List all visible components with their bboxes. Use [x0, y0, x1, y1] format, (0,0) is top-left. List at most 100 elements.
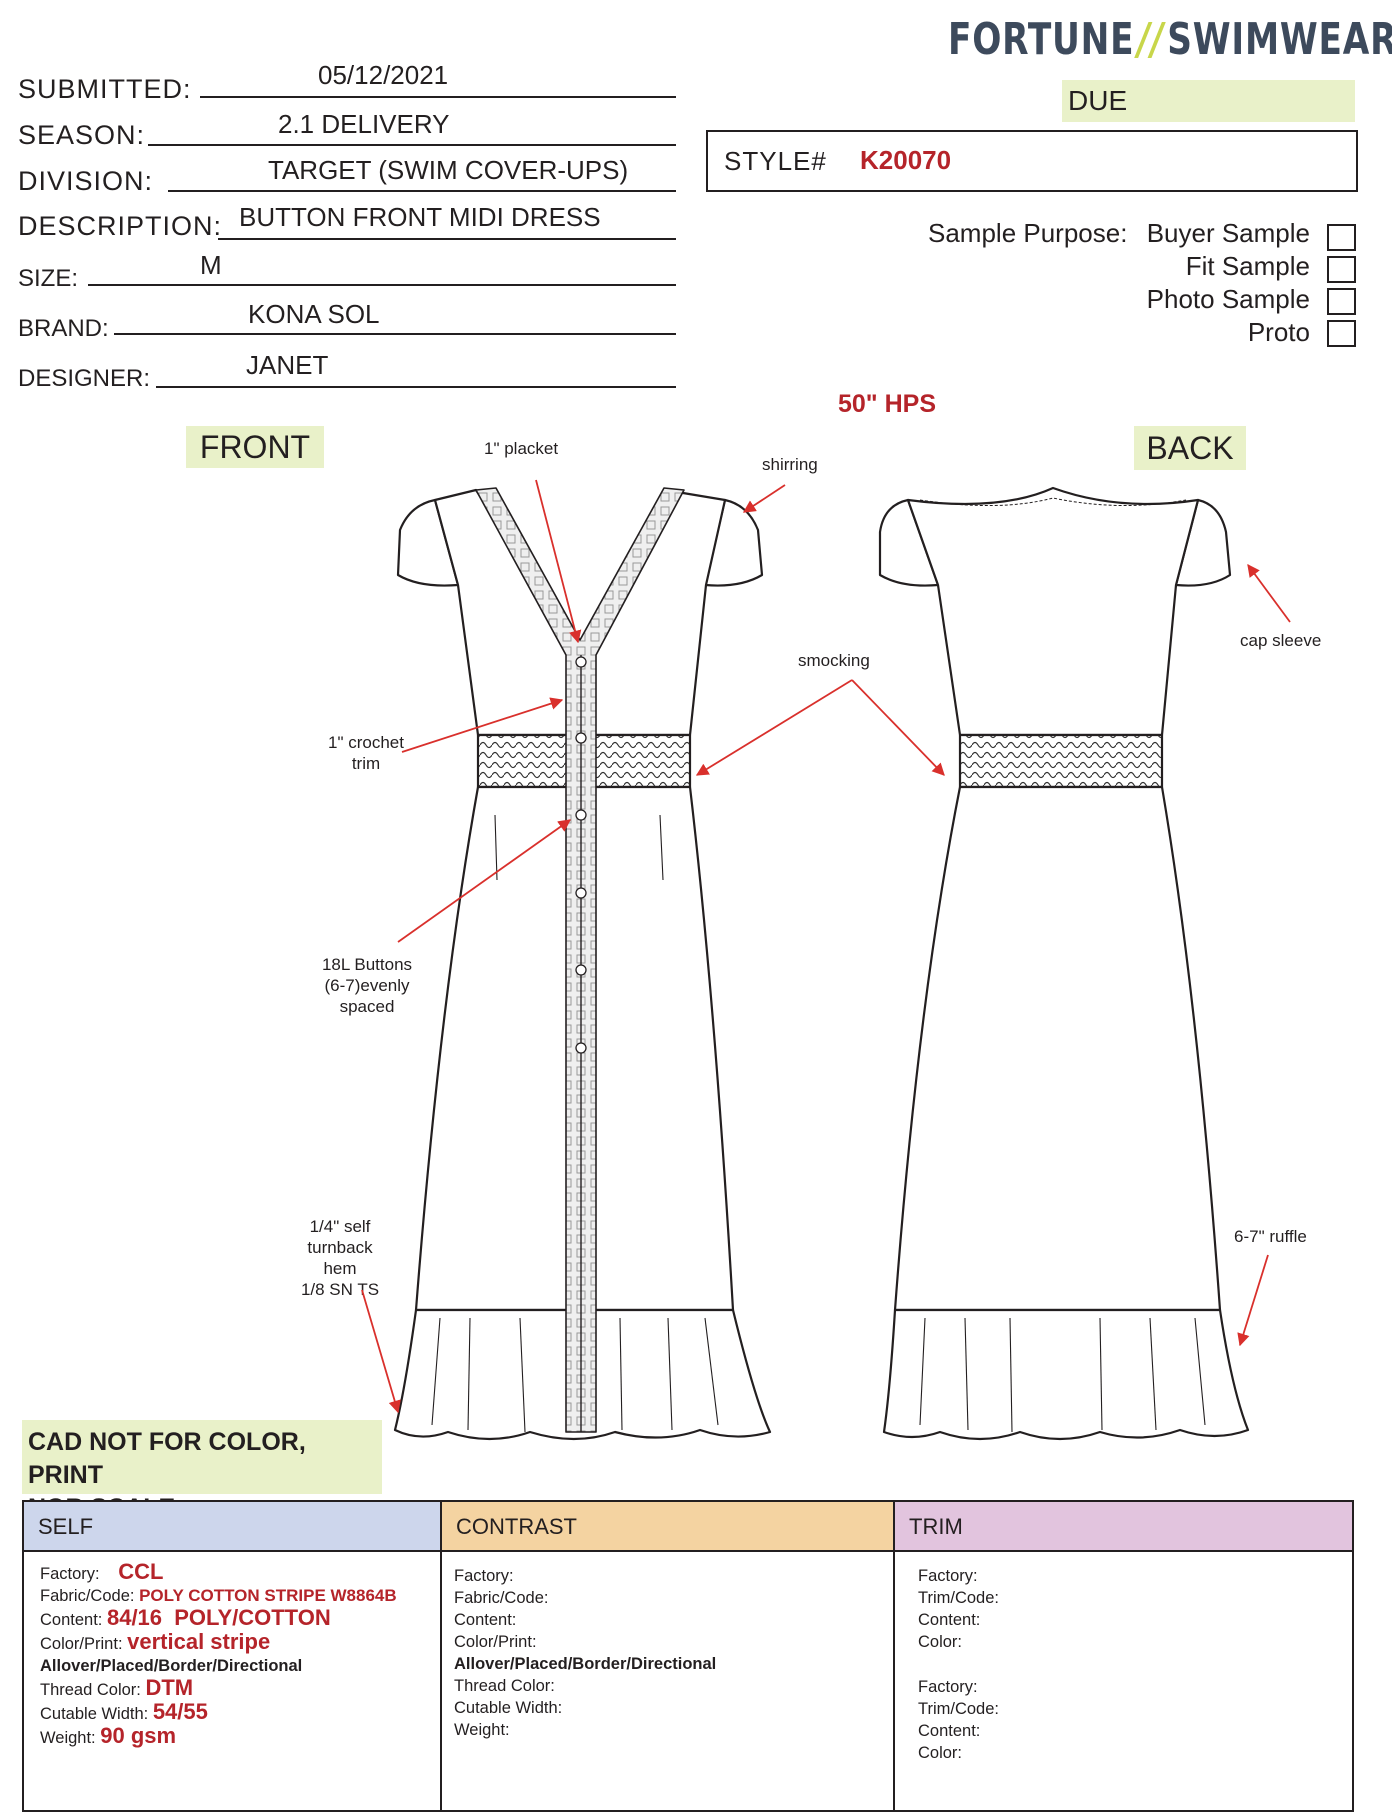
trim-factory2-label: Factory: — [918, 1678, 978, 1696]
contrast-placement: Allover/Placed/Border/Directional — [454, 1655, 717, 1673]
division-line — [168, 190, 676, 192]
callout-ruffle: 6-7" ruffle — [1234, 1227, 1307, 1246]
due-label: DUE — [1068, 85, 1128, 116]
contrast-fabric-label: Fabric/Code: — [454, 1589, 549, 1607]
division-value: TARGET (SWIM COVER-UPS) — [268, 155, 629, 185]
option-buyer-sample: Buyer Sample — [1146, 218, 1310, 248]
front-label: FRONT — [186, 426, 324, 468]
description-label: DESCRIPTION: — [18, 211, 223, 241]
arrow-buttons — [397, 819, 572, 943]
back-label: BACK — [1134, 426, 1246, 470]
arrow-crochet — [401, 697, 564, 753]
option-proto: Proto — [1247, 317, 1310, 347]
sample-purpose-label: Sample Purpose: — [928, 218, 1128, 248]
contrast-color-label: Color/Print: — [454, 1633, 537, 1651]
checkbox-photo-sample[interactable] — [1327, 288, 1356, 315]
designer-value: JANET — [246, 350, 329, 380]
self-thread-label: Thread Color: — [40, 1681, 141, 1699]
option-photo-sample: Photo Sample — [1146, 284, 1310, 314]
sample-purpose-options: Buyer Sample Fit Sample Photo Sample Pro… — [1100, 216, 1310, 352]
logo-swimwear: SWIMWEAR — [1167, 14, 1392, 65]
self-factory-value: CCL — [118, 1559, 164, 1584]
size-line — [88, 284, 676, 286]
trim-color2-label: Color: — [918, 1744, 963, 1762]
disclaimer-line1: CAD NOT FOR COLOR, PRINT — [28, 1428, 306, 1489]
checkbox-fit-sample[interactable] — [1327, 256, 1356, 283]
trim-content2-label: Content: — [918, 1722, 981, 1740]
designer-label: DESIGNER: — [18, 365, 151, 392]
self-content-value: 84/16 POLY/COTTON — [106, 1605, 331, 1630]
trim-code-label: Trim/Code: — [918, 1589, 999, 1607]
contrast-factory-label: Factory: — [454, 1567, 514, 1585]
callout-arrows — [361, 479, 1291, 1414]
submitted-line — [200, 96, 676, 98]
callout-hem-line1: 1/4" self — [309, 1217, 371, 1236]
size-label: SIZE: — [18, 265, 79, 292]
option-fit-sample: Fit Sample — [1185, 251, 1310, 281]
callout-placket: 1" placket — [484, 439, 559, 458]
cad-disclaimer: CAD NOT FOR COLOR, PRINT NOR SCALE — [22, 1420, 382, 1522]
self-color-value: vertical stripe — [127, 1629, 271, 1654]
self-factory-label: Factory: — [40, 1565, 100, 1583]
front-dress-sketch — [393, 487, 772, 1441]
callout-hem-line3: hem — [323, 1259, 357, 1278]
trim-fields: Factory: Trim/Code: Content: Color: Fact… — [918, 1565, 999, 1764]
brand-line — [114, 333, 676, 335]
contrast-fields: Factory: Fabric/Code: Content: Color/Pri… — [454, 1565, 716, 1741]
materials-table — [22, 1500, 1354, 1812]
style-number: K20070 — [860, 145, 952, 175]
callout-crochet-line1: 1" crochet — [328, 733, 404, 752]
contrast-content-label: Content: — [454, 1611, 517, 1629]
brand-logo: FORTUNE//SWIMWEAR — [948, 14, 1392, 65]
callout-smocking: smocking — [798, 651, 870, 670]
self-fabric-value: POLY COTTON STRIPE W8864B — [139, 1586, 397, 1605]
callout-buttons-line2: (6-7)evenly — [324, 976, 410, 995]
contrast-width-label: Cutable Width: — [454, 1699, 563, 1717]
contrast-thread-label: Thread Color: — [454, 1677, 555, 1695]
style-box: STYLE# K20070 — [706, 130, 1358, 192]
table-divider-2 — [893, 1500, 895, 1812]
arrow-hem — [361, 1289, 401, 1414]
designer-line — [156, 386, 676, 388]
size-value: M — [200, 250, 222, 280]
callout-buttons-line3: spaced — [339, 997, 395, 1016]
callout-buttons: 18L Buttons (6-7)evenly spaced — [316, 954, 418, 1017]
checkbox-buyer-sample[interactable] — [1327, 224, 1356, 251]
length-note: 50" HPS — [838, 390, 937, 418]
due-box: DUE — [1062, 80, 1355, 122]
season-value: 2.1 DELIVERY — [278, 109, 450, 139]
description-value: BUTTON FRONT MIDI DRESS — [239, 202, 601, 232]
callout-cap-sleeve: cap sleeve — [1240, 631, 1322, 650]
callout-hem-line4: 1/8 SN TS — [300, 1280, 380, 1299]
checkbox-proto[interactable] — [1327, 320, 1356, 347]
trim-code2-label: Trim/Code: — [918, 1700, 999, 1718]
description-line — [218, 238, 676, 240]
logo-separator: // — [1137, 14, 1165, 65]
arrow-shirring — [742, 484, 786, 513]
arrow-placket — [535, 479, 582, 644]
brand-label: BRAND: — [18, 315, 109, 342]
self-thread-value: DTM — [145, 1675, 194, 1700]
trim-factory-label: Factory: — [918, 1567, 978, 1585]
self-width-label: Cutable Width: — [40, 1705, 149, 1723]
self-fabric-label: Fabric/Code: — [40, 1587, 135, 1605]
arrow-smocking-front — [695, 679, 853, 776]
callout-crochet-line2: trim — [351, 754, 381, 773]
self-weight-label: Weight: — [40, 1729, 96, 1747]
arrow-cap-sleeve — [1247, 563, 1291, 623]
trim-header: TRIM — [895, 1502, 1352, 1552]
self-width-value: 54/55 — [152, 1699, 208, 1724]
callout-shirring: shirring — [762, 455, 818, 474]
brand-value: KONA SOL — [248, 299, 380, 329]
arrow-smocking-back — [851, 679, 945, 776]
back-dress-sketch — [878, 486, 1250, 1441]
contrast-weight-label: Weight: — [454, 1721, 510, 1739]
table-divider-1 — [440, 1500, 442, 1812]
self-color-label: Color/Print: — [40, 1635, 123, 1653]
callout-buttons-line1: 18L Buttons — [321, 955, 413, 974]
callout-crochet-trim: 1" crochet trim — [316, 732, 416, 774]
contrast-header: CONTRAST — [442, 1502, 893, 1552]
arrow-ruffle — [1237, 1254, 1269, 1347]
logo-fortune: FORTUNE — [948, 14, 1135, 65]
